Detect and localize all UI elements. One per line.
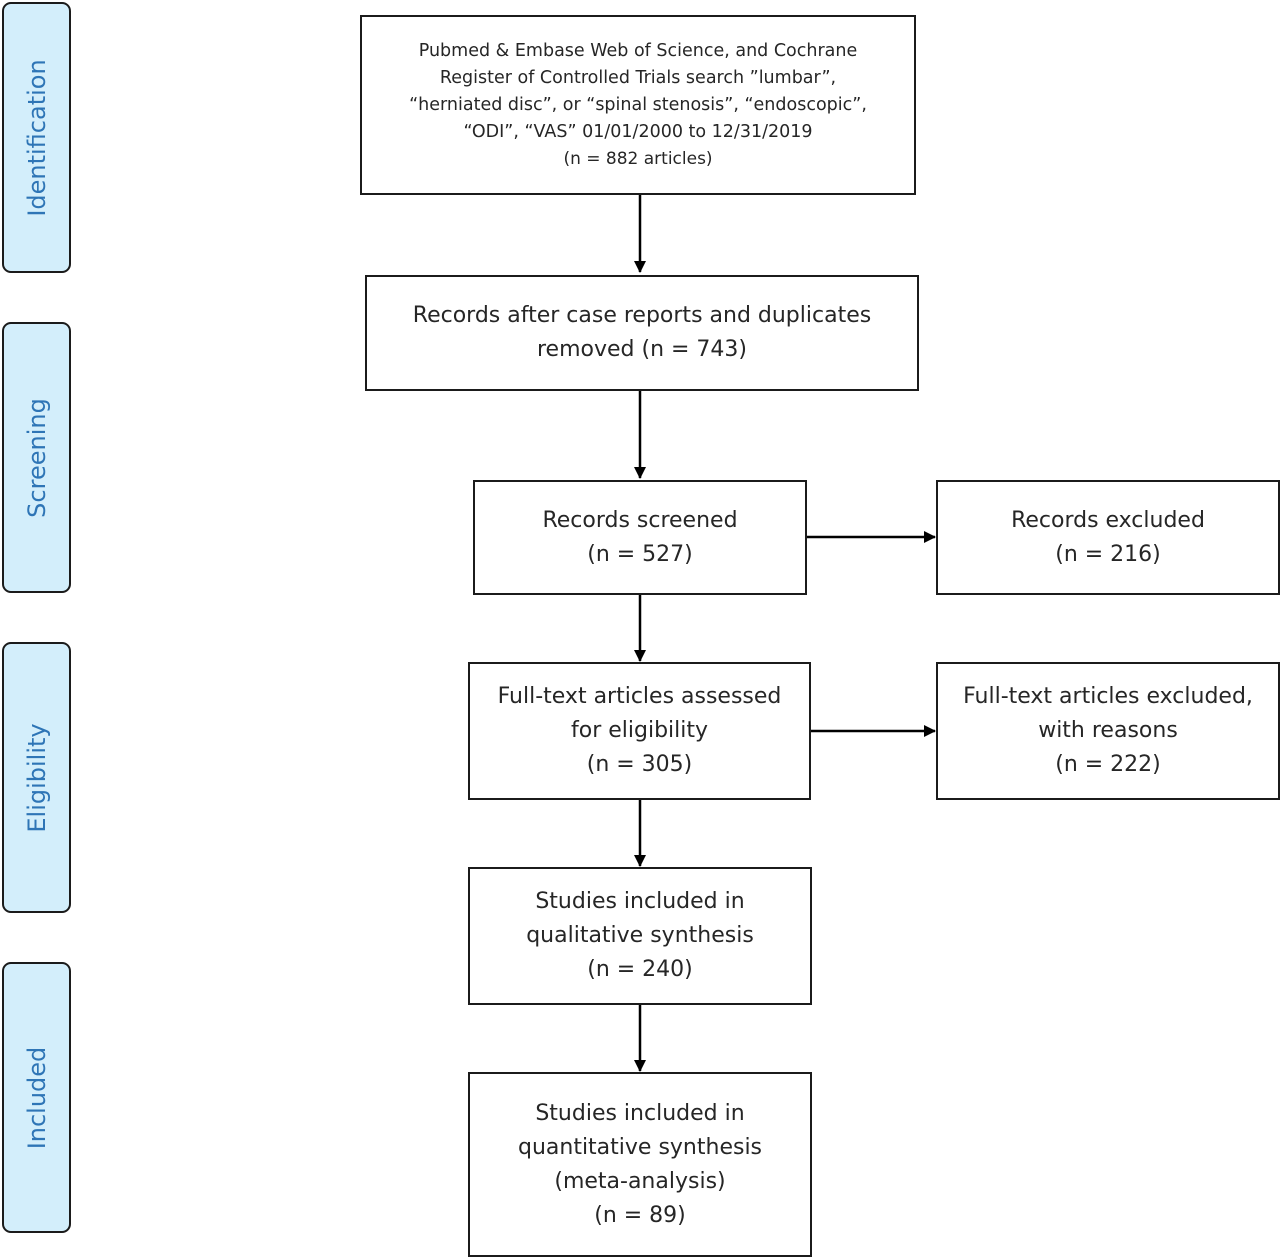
box-text-line: Register of Controlled Trials search ”lu… [439,67,837,88]
box-count: (n = 240) [587,957,693,982]
box-count: (n = 305) [586,752,693,777]
fulltext-assessed-box: Full-text articles assessed for eligibil… [468,662,811,800]
quantitative-synthesis-box: Studies included in quantitative synthes… [468,1072,812,1257]
box-text-line: Full-text articles excluded, [963,684,1253,709]
box-text-line: removed (n = 743) [536,337,748,362]
records-screened-box: Records screened (n = 527) [473,480,807,595]
search-box: Pubmed & Embase Web of Science, and Coch… [360,15,916,195]
box-text-line: Records excluded [1011,507,1205,533]
box-text-line: Records screened [542,507,738,533]
qualitative-synthesis-box: Studies included in qualitative synthesi… [468,867,812,1005]
box-count: (n = 89) [594,1202,686,1228]
box-text-line: (meta-analysis) [554,1168,726,1194]
stage-included: Included [2,962,71,1233]
box-text-line: quantitative synthesis [517,1134,763,1160]
box-text-line: qualitative synthesis [526,923,754,948]
fulltext-excluded-box: Full-text articles excluded, with reason… [936,662,1280,800]
box-text-line: Pubmed & Embase Web of Science, and Coch… [418,40,858,61]
box-count: (n = 222) [1055,752,1161,777]
box-text-line: “ODI”, “VAS” 01/01/2000 to 12/31/2019 [463,121,813,142]
box-text-line: for eligibility [570,718,709,743]
box-text-line: Studies included in [535,1100,745,1126]
records-excluded-box: Records excluded (n = 216) [936,480,1280,595]
box-text-line: Full-text articles assessed [497,684,782,709]
stage-screening: Screening [2,322,71,593]
after-duplicates-box: Records after case reports and duplicate… [365,275,919,391]
stage-identification: Identification [2,2,71,273]
box-text-line: with reasons [1038,718,1178,743]
stage-eligibility: Eligibility [2,642,71,913]
box-count: (n = 216) [1055,541,1161,567]
box-text-line: “herniated disc”, or “spinal stenosis”, … [409,94,867,115]
box-text-line: Studies included in [535,889,745,914]
box-text-line: Records after case reports and duplicate… [412,303,872,328]
box-count: (n = 882 articles) [563,148,713,169]
box-count: (n = 527) [587,541,693,567]
